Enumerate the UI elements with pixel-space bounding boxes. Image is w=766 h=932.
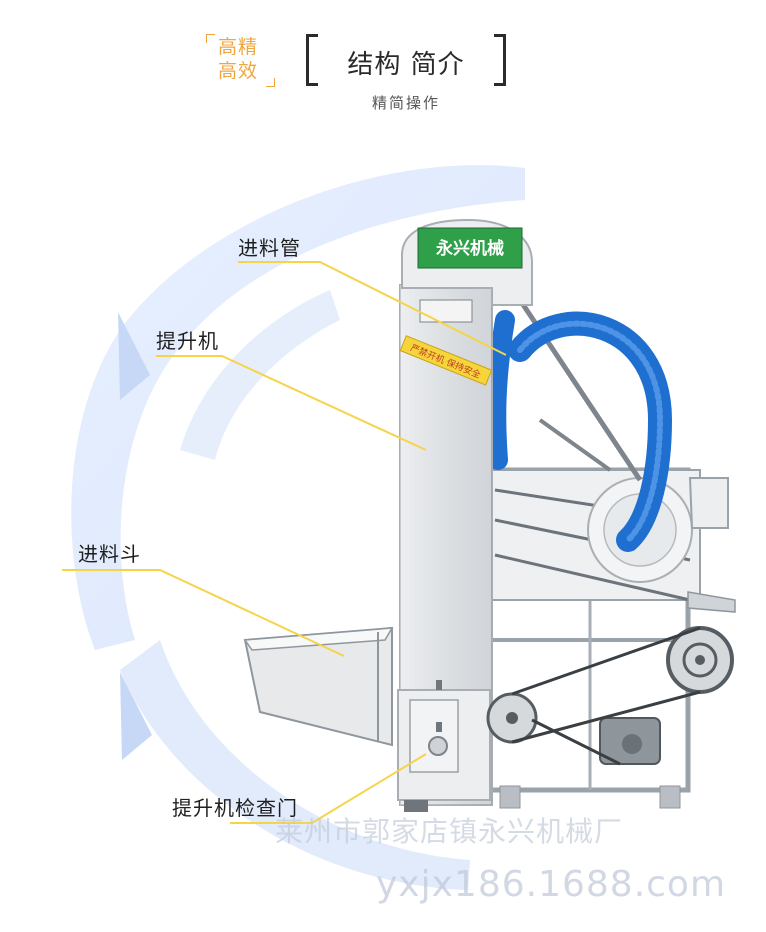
- leader-elevator-door: [230, 753, 427, 824]
- leader-feed-pipe: [238, 261, 507, 356]
- slogan-corner-bottom: [266, 78, 275, 87]
- brand-sign-text: 永兴机械: [435, 238, 504, 259]
- slogan-corner-top: [206, 34, 215, 43]
- title-bracket-right: [494, 34, 506, 86]
- section-title-box: 结构 简介: [306, 34, 506, 90]
- brand-sign: [417, 227, 523, 269]
- slogan-line-2: 高效: [218, 60, 259, 82]
- blue-feed-pipe: [486, 310, 515, 470]
- swirl-arc-large: [71, 165, 525, 651]
- label-feed-hopper: 进料斗: [78, 542, 141, 566]
- section-subtitle: 精简操作: [371, 94, 440, 112]
- label-feed-pipe: 进料管: [238, 236, 301, 260]
- slogan-block: 高精 高效: [206, 34, 286, 90]
- swirl-arrow-bottom: [120, 672, 152, 760]
- warning-sign: [399, 335, 493, 386]
- leader-feed-hopper: [62, 569, 345, 657]
- label-elevator: 提升机: [156, 329, 219, 353]
- title-bracket-left: [306, 34, 318, 86]
- swirl-arc-lower: [120, 640, 470, 890]
- watermark-company: 莱州市郭家店镇永兴机械厂: [275, 815, 624, 848]
- label-elevator-door: 提升机检查门: [172, 796, 298, 820]
- watermark-site: yxjx186.1688.com: [376, 864, 727, 905]
- leader-elevator: [156, 355, 427, 451]
- slogan-line-1: 高精: [218, 36, 259, 58]
- swirl-arrow-top: [118, 312, 150, 400]
- swirl-arc-inner: [180, 290, 340, 460]
- fan-outlet: [688, 477, 729, 529]
- section-title: 结构 简介: [347, 50, 465, 80]
- outlet-chute: [687, 591, 736, 613]
